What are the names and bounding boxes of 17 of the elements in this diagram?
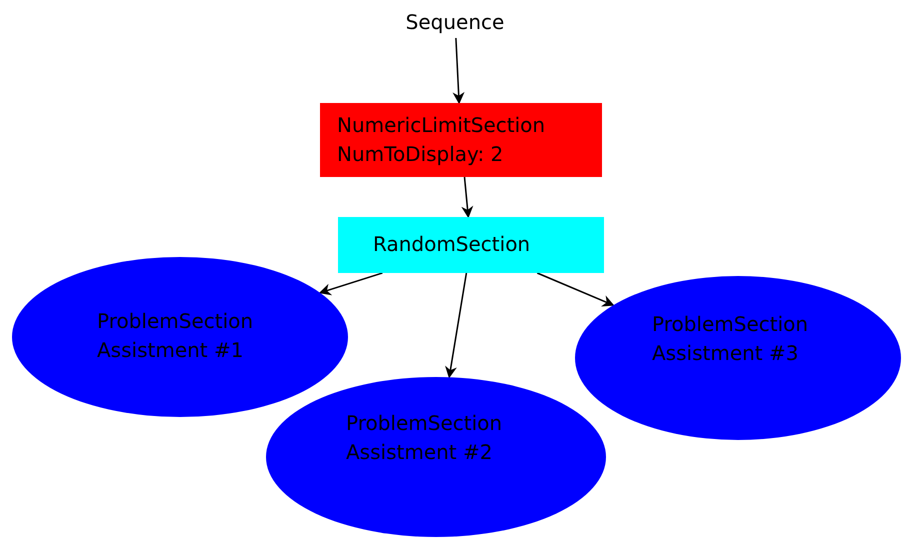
node-text: ProblemSection (346, 410, 502, 437)
node-text: NumericLimitSection (337, 112, 546, 139)
node-text: NumToDisplay: 2 (337, 141, 504, 168)
node-text: Assistment #3 (652, 340, 798, 367)
arrow (536, 272, 614, 307)
arrow (445, 272, 468, 378)
node-text: ProblemSection (97, 308, 254, 335)
arrow (461, 176, 474, 218)
process-box (320, 103, 602, 177)
node-text: ProblemSection (652, 311, 808, 338)
process-box (338, 217, 604, 273)
node-label: Sequence (406, 9, 504, 36)
node-text: Assistment #2 (346, 439, 492, 466)
arrow (452, 38, 465, 104)
arrow (318, 272, 383, 296)
node-text: Assistment #1 (97, 337, 244, 364)
node-text: RandomSection (373, 231, 530, 258)
